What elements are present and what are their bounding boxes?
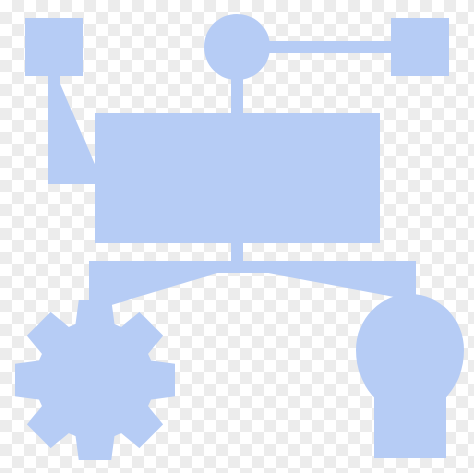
bulb-screw-base	[374, 418, 446, 458]
top-left-square-icon	[25, 18, 83, 76]
dot-2	[230, 172, 244, 184]
left-square-connector	[48, 70, 101, 184]
top-right-square-icon	[391, 18, 449, 76]
dot-1	[201, 172, 215, 184]
top-circle-icon	[204, 14, 270, 80]
gear-hub-icon	[66, 351, 124, 409]
branch-right-connector	[237, 261, 416, 300]
dot-3	[259, 172, 273, 184]
branch-left-connector	[89, 261, 237, 310]
